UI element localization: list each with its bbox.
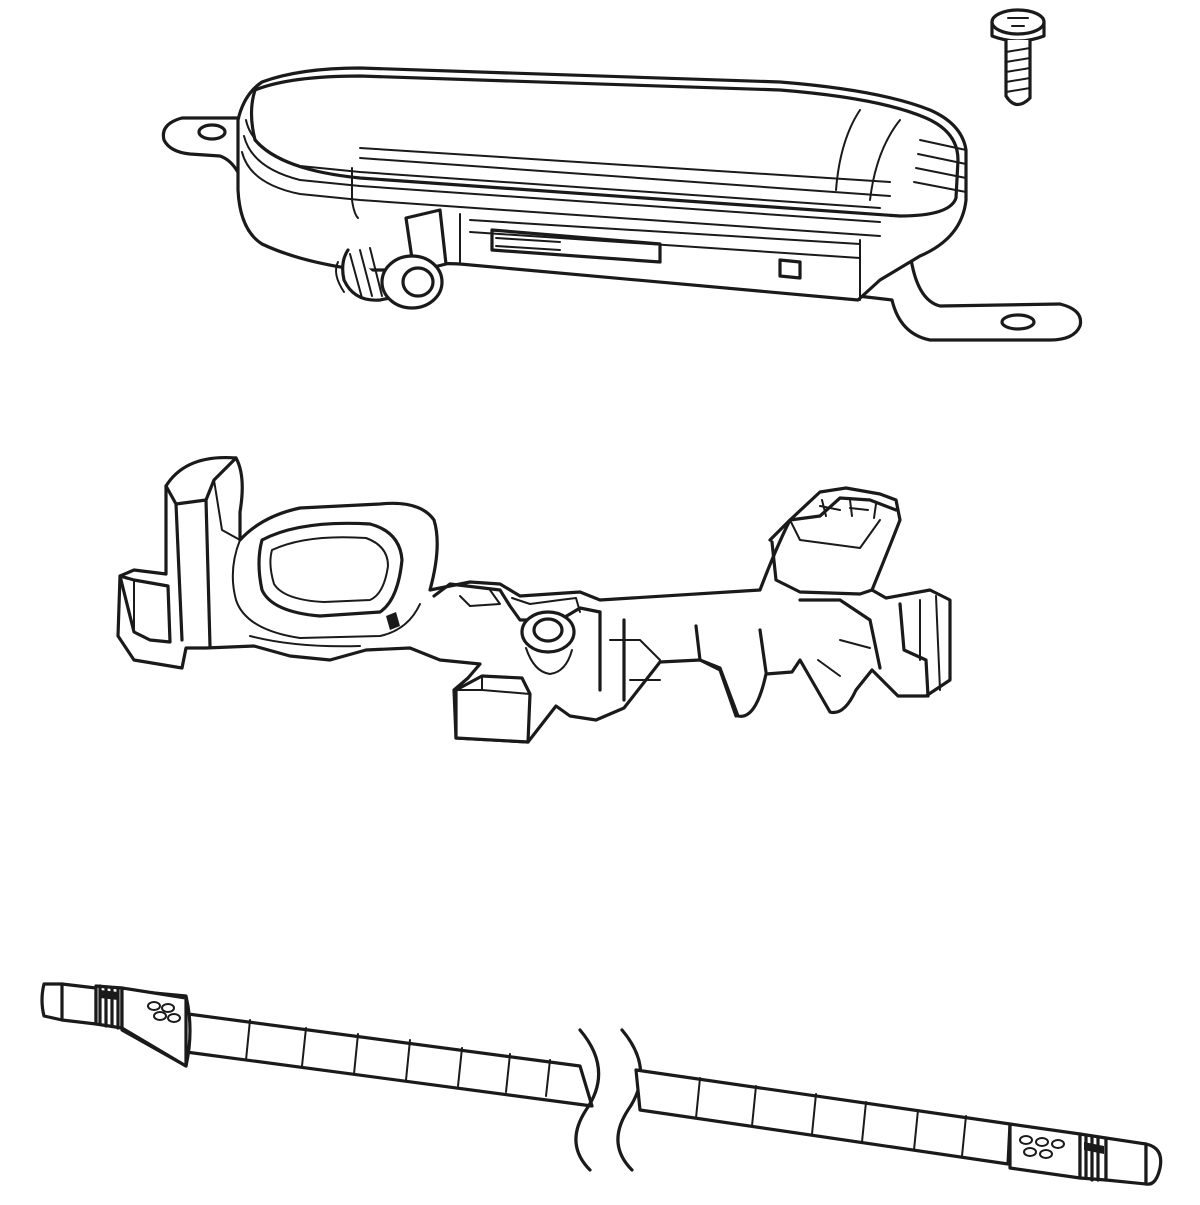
screw-icon	[990, 8, 1046, 107]
bracket-icon	[116, 455, 952, 744]
cable-icon	[40, 982, 1163, 1186]
battery-housing-icon	[161, 66, 1083, 342]
